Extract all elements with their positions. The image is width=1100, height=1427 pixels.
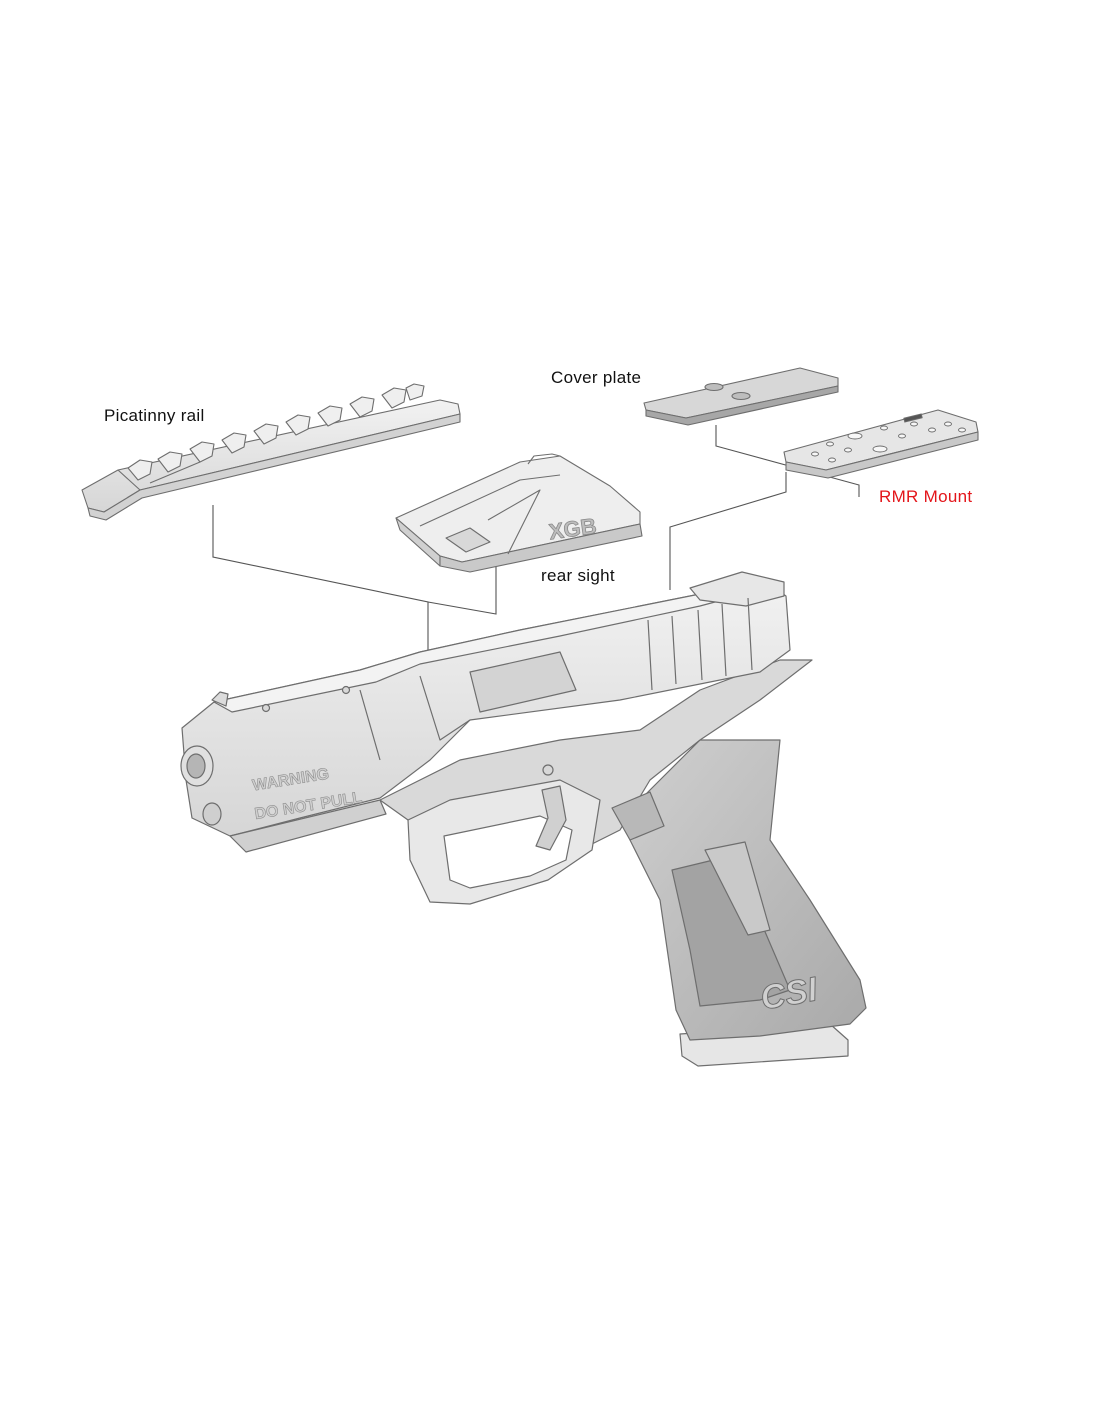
trigger — [535, 785, 567, 851]
dust-cover-rail — [229, 799, 387, 853]
leader-line-picatinny — [212, 505, 429, 652]
ejection-port — [469, 651, 577, 713]
leader-line-rmr — [669, 472, 787, 590]
cover-plate-part — [643, 367, 839, 426]
pistol-body: CSI WARNING DO NOT PULL — [180, 571, 867, 1067]
locking-block-pin — [341, 685, 351, 695]
slide-lock — [611, 791, 665, 841]
leader-line-rear-sight — [427, 565, 497, 615]
picatinny-rail-part — [81, 383, 461, 521]
trigger-guard-opening — [443, 815, 573, 889]
grip-texture-panel — [704, 841, 771, 936]
front-sight — [211, 691, 229, 707]
rail-teeth — [127, 383, 425, 481]
label-picatinny-rail: Picatinny rail — [104, 406, 205, 425]
label-cover-plate: Cover plate — [551, 368, 642, 387]
slide-serrations — [647, 597, 753, 691]
cover-plate-hole — [731, 391, 751, 401]
trigger-pin — [542, 764, 554, 776]
slide-cut — [359, 675, 471, 761]
label-rear-sight: rear sight — [541, 566, 615, 585]
rmr-mount-part — [783, 409, 979, 479]
guide-rod — [202, 802, 222, 826]
barrel-bore — [186, 753, 206, 779]
label-rmr-mount: RMR Mount — [879, 487, 973, 506]
rear-sight-mount — [689, 571, 785, 607]
cover-plate-hole — [704, 382, 724, 392]
rmr-mount-holes — [811, 413, 966, 463]
rear-sight-part: XGB — [395, 453, 643, 573]
locking-block-pin — [261, 703, 271, 713]
